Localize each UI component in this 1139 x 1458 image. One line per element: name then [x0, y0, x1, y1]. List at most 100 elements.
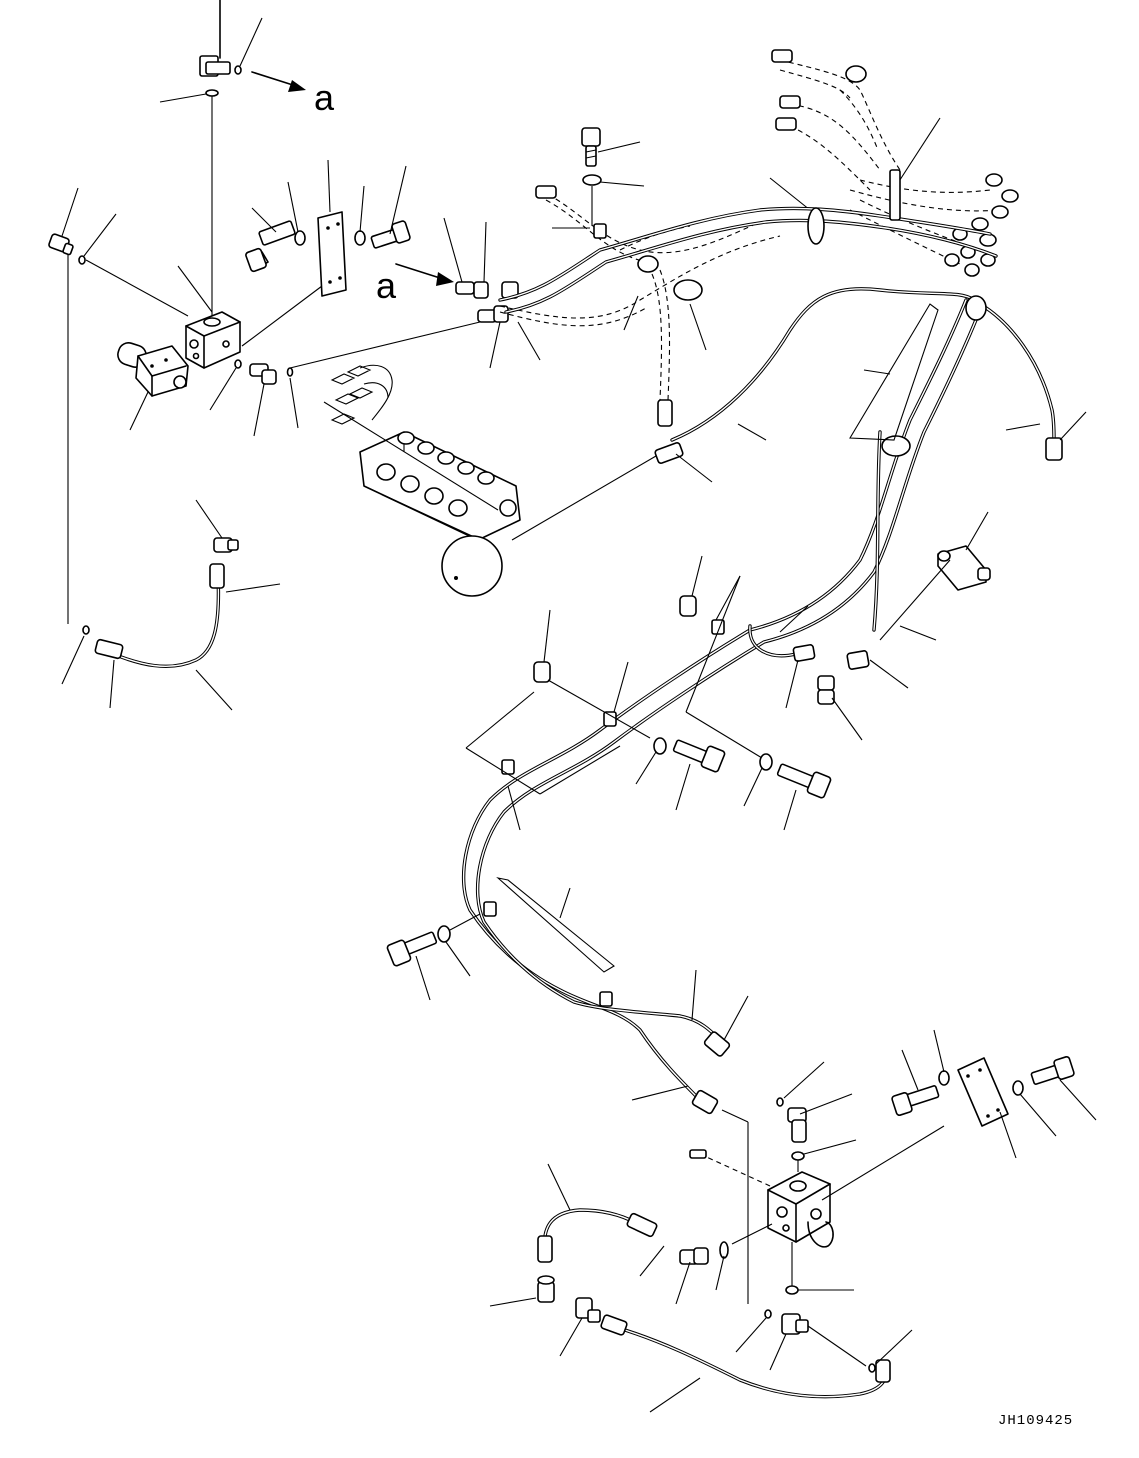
- union-fitting-lower-left: [537, 1275, 555, 1303]
- leader-line: [327, 159, 331, 213]
- bolt-upper-left: [245, 220, 296, 273]
- washer: [938, 1070, 950, 1086]
- bolt-lower-right-1: [891, 1085, 940, 1117]
- leader-line: [649, 1377, 701, 1413]
- leader-line: [901, 1049, 919, 1091]
- assembly-line: [85, 259, 189, 317]
- o-ring: [205, 89, 219, 97]
- leader-line: [559, 1317, 583, 1357]
- o-ring: [234, 65, 242, 75]
- cover-plate-upper: [317, 211, 347, 297]
- leader-line: [769, 177, 811, 211]
- leader-line: [675, 763, 691, 811]
- leader-line: [599, 181, 645, 187]
- washer: [354, 230, 366, 246]
- control-valve-bank: [330, 364, 521, 597]
- leader-line: [785, 659, 799, 709]
- leader-line: [933, 1029, 945, 1073]
- assembly-line: [465, 691, 535, 749]
- leader-line: [783, 789, 797, 831]
- leader-line: [61, 187, 79, 237]
- assembly-line: [289, 321, 481, 369]
- leader-line: [869, 659, 909, 689]
- leader-line: [715, 575, 741, 621]
- leader-line: [689, 303, 707, 351]
- washer: [759, 753, 773, 771]
- check-valve-right: [937, 545, 991, 591]
- o-ring: [791, 1151, 805, 1161]
- leader-line: [769, 1333, 787, 1371]
- washer: [653, 737, 667, 755]
- view-label-a-middle: a: [376, 265, 397, 306]
- o-ring: [234, 359, 242, 369]
- assembly-line: [721, 1109, 749, 1123]
- main-hose-bundle: [461, 169, 1063, 1115]
- leader-line: [737, 423, 767, 441]
- leader-line: [287, 181, 299, 233]
- assembly-line: [547, 679, 651, 739]
- elbow-fitting-top: [199, 0, 231, 77]
- leader-line: [177, 265, 213, 313]
- view-label-a-top: a: [314, 77, 335, 118]
- leader-line: [543, 609, 551, 663]
- leader-line: [639, 1245, 665, 1277]
- leader-line: [253, 383, 265, 437]
- elbow-fitting-mid: [249, 363, 277, 385]
- leader-line: [209, 367, 237, 411]
- elbow-fitting-right: [817, 675, 835, 705]
- elbow-fitting-lower: [787, 1107, 807, 1143]
- drawing-code: JH109425: [998, 1413, 1073, 1429]
- assembly-line: [449, 913, 481, 931]
- hose-bottom-long: [600, 1314, 891, 1399]
- leader-line: [159, 93, 207, 103]
- leader-line: [597, 141, 641, 153]
- hose-sleeve-lower: [496, 877, 615, 973]
- dashed-hose-bundle: [499, 49, 1019, 427]
- solenoid-actuator: [117, 342, 189, 397]
- bolt-lower-left: [386, 931, 438, 967]
- leader-line: [547, 1163, 571, 1211]
- leader-line: [863, 369, 891, 375]
- leader-line: [195, 669, 233, 711]
- o-ring: [286, 367, 294, 377]
- leader-line: [517, 321, 541, 361]
- leader-line: [389, 165, 407, 235]
- leader-line: [559, 887, 571, 919]
- washer: [437, 925, 451, 943]
- bolt-mid-2: [776, 763, 832, 799]
- o-ring: [785, 1285, 799, 1295]
- leader-line: [61, 635, 85, 685]
- leader-line: [675, 1261, 691, 1305]
- washer: [1012, 1080, 1024, 1096]
- leader-line: [359, 185, 365, 233]
- leader-line: [691, 555, 703, 597]
- elbow-fitting-bottom: [679, 1247, 709, 1265]
- bolt-upper-right: [370, 220, 411, 249]
- view-arrow-a-top: a: [251, 71, 335, 118]
- assembly-line: [465, 747, 541, 795]
- leader-line: [899, 625, 937, 641]
- assembly-line: [731, 1223, 773, 1245]
- cover-plate-lower: [957, 1057, 1009, 1127]
- leader-line: [129, 391, 149, 431]
- bolt-center-top: [581, 127, 601, 167]
- leader-line: [1019, 1093, 1057, 1137]
- assembly-line: [685, 575, 741, 713]
- o-ring: [78, 255, 86, 265]
- leader-line: [735, 1317, 767, 1353]
- assembly-line: [511, 455, 657, 541]
- valve-block-lower: [767, 1171, 834, 1248]
- drain-line: [699, 1153, 771, 1187]
- leader-line: [875, 1329, 913, 1365]
- leader-line: [489, 321, 501, 369]
- tee-fitting-bottom: [781, 1313, 809, 1335]
- leader-line: [489, 1297, 537, 1307]
- spacer: [679, 595, 697, 617]
- assembly-line: [821, 1125, 945, 1201]
- leader-line: [623, 295, 639, 331]
- spacer: [533, 661, 551, 683]
- hose-left-short: [94, 563, 225, 668]
- leader-line: [799, 1093, 853, 1115]
- bolt-mid-1: [672, 739, 726, 773]
